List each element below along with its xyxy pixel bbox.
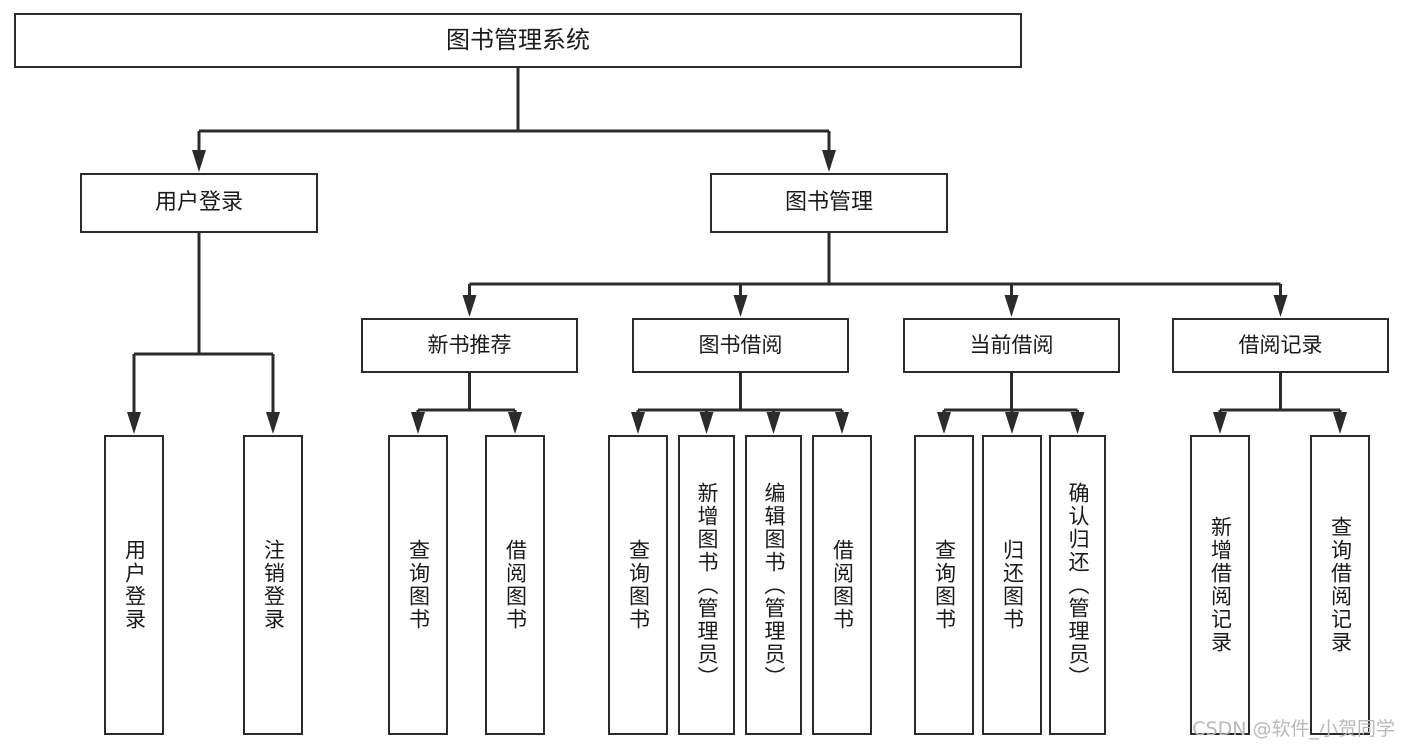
- node-label: 当前借阅: [969, 333, 1054, 358]
- node-label: 用户登录: [122, 539, 147, 631]
- node-leaf-query-book-3[interactable]: 查询图书: [914, 435, 974, 735]
- node-label: 查询借阅记录: [1328, 516, 1353, 654]
- node-root[interactable]: 图书管理系统: [14, 13, 1022, 68]
- node-leaf-edit-book[interactable]: 编辑图书（管理员）: [745, 435, 802, 735]
- node-label: 新书推荐: [427, 333, 512, 358]
- node-label: 借阅图书: [830, 539, 855, 631]
- node-leaf-return-book[interactable]: 归还图书: [982, 435, 1042, 735]
- node-user-login[interactable]: 用户登录: [80, 173, 318, 233]
- node-book-manage[interactable]: 图书管理: [710, 173, 948, 233]
- node-leaf-query-book-2[interactable]: 查询图书: [608, 435, 668, 735]
- node-leaf-add-record[interactable]: 新增借阅记录: [1190, 435, 1250, 735]
- node-label: 图书借阅: [698, 333, 783, 358]
- node-leaf-borrow-book-1[interactable]: 借阅图书: [485, 435, 545, 735]
- node-leaf-query-book-1[interactable]: 查询图书: [388, 435, 448, 735]
- node-book-borrow[interactable]: 图书借阅: [632, 318, 849, 373]
- node-label: 注销登录: [261, 539, 286, 631]
- node-label: 图书管理系统: [446, 26, 590, 55]
- node-label: 借阅记录: [1238, 333, 1323, 358]
- node-label: 图书管理: [784, 190, 873, 216]
- node-label: 编辑图书（管理员）: [762, 481, 786, 689]
- node-leaf-user-login[interactable]: 用户登录: [104, 435, 164, 735]
- node-label: 用户登录: [154, 190, 243, 216]
- node-borrow-record[interactable]: 借阅记录: [1172, 318, 1389, 373]
- node-label: 查询图书: [406, 539, 431, 631]
- node-label: 归还图书: [1000, 539, 1025, 631]
- node-leaf-query-record[interactable]: 查询借阅记录: [1310, 435, 1370, 735]
- node-label: 新增借阅记录: [1208, 516, 1233, 654]
- node-current-borrow[interactable]: 当前借阅: [903, 318, 1120, 373]
- node-leaf-borrow-book-2[interactable]: 借阅图书: [812, 435, 872, 735]
- node-leaf-add-book[interactable]: 新增图书（管理员）: [678, 435, 735, 735]
- node-label: 新增图书（管理员）: [695, 481, 719, 689]
- node-label: 确认归还（管理员）: [1066, 481, 1090, 689]
- node-label: 借阅图书: [503, 539, 528, 631]
- node-label: 查询图书: [626, 539, 651, 631]
- node-label: 查询图书: [932, 539, 957, 631]
- node-leaf-logout[interactable]: 注销登录: [243, 435, 303, 735]
- watermark: CSDN @软件_小贺同学: [1192, 718, 1395, 740]
- node-new-book-rec[interactable]: 新书推荐: [361, 318, 578, 373]
- node-leaf-confirm-return[interactable]: 确认归还（管理员）: [1049, 435, 1106, 735]
